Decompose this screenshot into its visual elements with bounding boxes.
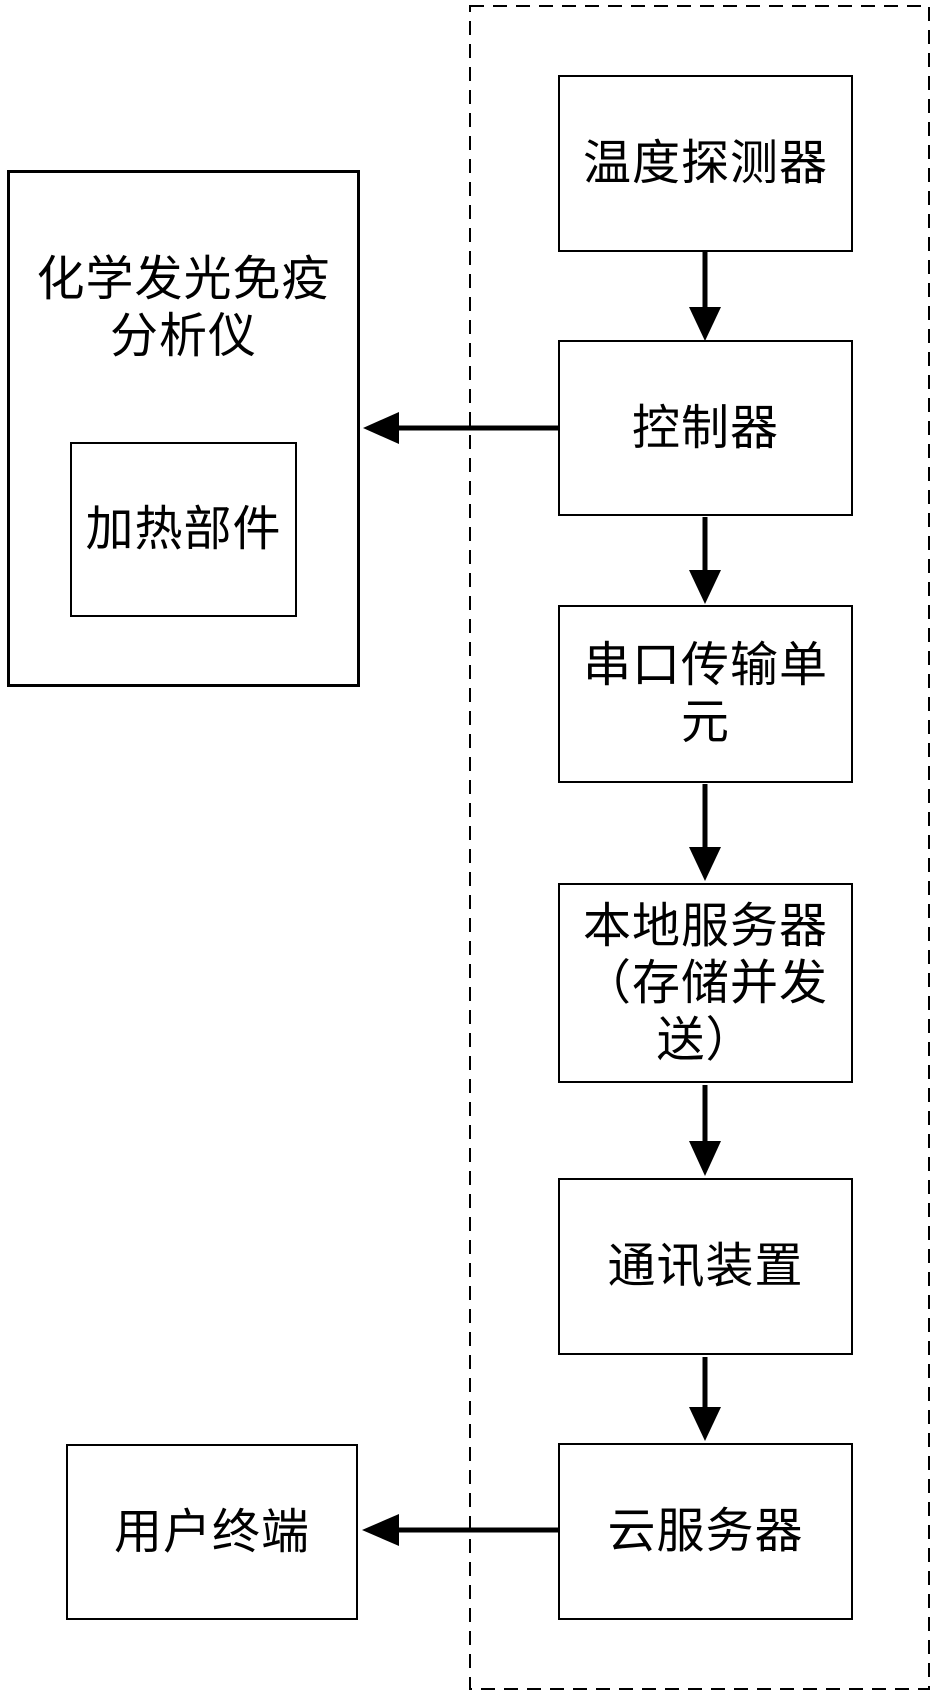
cloud-server-label: 云服务器: [607, 1505, 804, 1558]
arrow-controller-to-serial-unit: [689, 517, 721, 604]
arrow-serial-unit-to-local-server: [689, 784, 721, 881]
serial-transmission-unit-label-line2: 元: [680, 696, 730, 749]
arrow-cloud-server-to-user-terminal: [362, 1514, 558, 1546]
heating-component-box: 加热部件: [70, 442, 297, 617]
user-terminal-box: 用户终端: [66, 1444, 358, 1620]
controller-label: 控制器: [631, 401, 779, 455]
local-server-label-line1: 本地服务器: [582, 899, 828, 953]
local-server-label-line3: 送）: [656, 1013, 755, 1067]
communication-device-box: 通讯装置: [558, 1178, 853, 1355]
heating-component-label: 加热部件: [85, 503, 282, 556]
arrow-temperature-detector-to-controller: [689, 252, 721, 341]
arrow-comm-device-to-cloud-server: [689, 1357, 721, 1441]
controller-box: 控制器: [558, 340, 853, 516]
serial-transmission-unit-box: 串口传输单 元: [558, 605, 853, 783]
temperature-detector-box: 温度探测器: [558, 75, 853, 252]
cloud-server-box: 云服务器: [558, 1443, 853, 1620]
analyzer-label-line1: 化学发光免疫: [36, 253, 331, 306]
analyzer-label-line2: 分析仪: [109, 310, 257, 363]
local-server-box: 本地服务器 （存储并发 送）: [558, 883, 853, 1083]
serial-transmission-unit-label-line1: 串口传输单: [582, 639, 828, 692]
communication-device-label: 通讯装置: [607, 1240, 804, 1293]
system-boundary-dashed-rect: [469, 5, 930, 1690]
arrow-local-server-to-comm-device: [689, 1085, 721, 1176]
arrow-controller-to-analyzer: [363, 412, 558, 444]
user-terminal-label: 用户终端: [113, 1505, 310, 1559]
local-server-label-line2: （存储并发: [582, 956, 828, 1010]
temperature-detector-label: 温度探测器: [582, 137, 828, 190]
